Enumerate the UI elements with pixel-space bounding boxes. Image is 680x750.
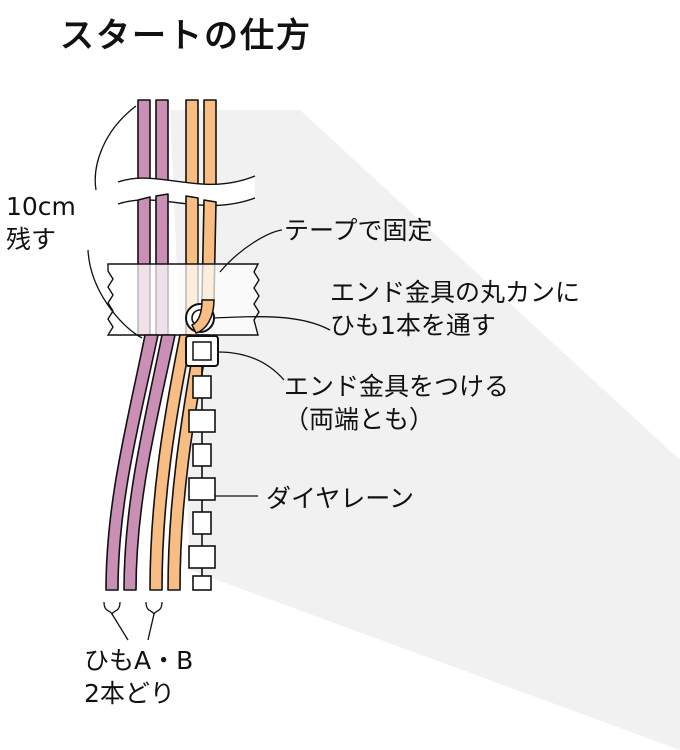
label-cords: ひもA・B 2本どり bbox=[84, 644, 193, 710]
brace-cord-a bbox=[103, 601, 121, 616]
leader-end-fitting bbox=[217, 351, 285, 381]
label-ring-line2: ひも1本を通す bbox=[330, 311, 496, 340]
label-ring: エンド金具の丸カンに ひも1本を通す bbox=[330, 276, 580, 342]
leader-tape bbox=[219, 229, 283, 273]
label-cords-line1: ひもA・B bbox=[84, 646, 194, 675]
label-remain-10cm-line1: 10cm bbox=[6, 192, 76, 221]
diamond-lane-chain bbox=[188, 366, 216, 591]
brace-cord-b bbox=[145, 601, 163, 616]
cord-a2-upper bbox=[155, 99, 169, 186]
cord-b1-upper bbox=[185, 99, 199, 186]
cord-a2-lower bbox=[123, 334, 176, 591]
leader-lines bbox=[87, 105, 331, 641]
label-ring-line1: エンド金具の丸カンに bbox=[330, 278, 581, 307]
cord-b1-lower bbox=[149, 334, 193, 591]
label-diamond-lane: ダイヤレーン bbox=[266, 484, 415, 513]
cord-a1-lower bbox=[105, 334, 159, 591]
cord-break bbox=[118, 176, 255, 206]
label-remain-10cm-line2: 残す bbox=[6, 225, 57, 254]
label-end-fitting-line2: （両端とも） bbox=[284, 405, 435, 434]
cord-b2-upper bbox=[203, 99, 217, 186]
upper-cords bbox=[137, 99, 217, 186]
label-tape: テープで固定 bbox=[284, 216, 433, 245]
cord-through-ring bbox=[190, 299, 215, 334]
leader-ring bbox=[213, 316, 331, 331]
leader-10cm-lower bbox=[87, 249, 143, 339]
leader-cords-a bbox=[111, 613, 129, 641]
lower-cords bbox=[105, 334, 210, 591]
cord-b2-lower bbox=[167, 334, 210, 591]
leader-10cm-upper bbox=[94, 105, 137, 191]
label-remain-10cm: 10cm 残す bbox=[6, 190, 76, 256]
tape bbox=[106, 263, 260, 336]
background-shadow bbox=[170, 110, 680, 750]
cord-a1-upper bbox=[137, 99, 151, 186]
page-title: スタートの仕方 bbox=[60, 16, 312, 56]
leader-cords-b bbox=[147, 613, 155, 641]
label-end-fitting: エンド金具をつける （両端とも） bbox=[284, 370, 509, 436]
label-cords-line2: 2本どり bbox=[84, 679, 175, 708]
label-end-fitting-line1: エンド金具をつける bbox=[284, 372, 510, 401]
